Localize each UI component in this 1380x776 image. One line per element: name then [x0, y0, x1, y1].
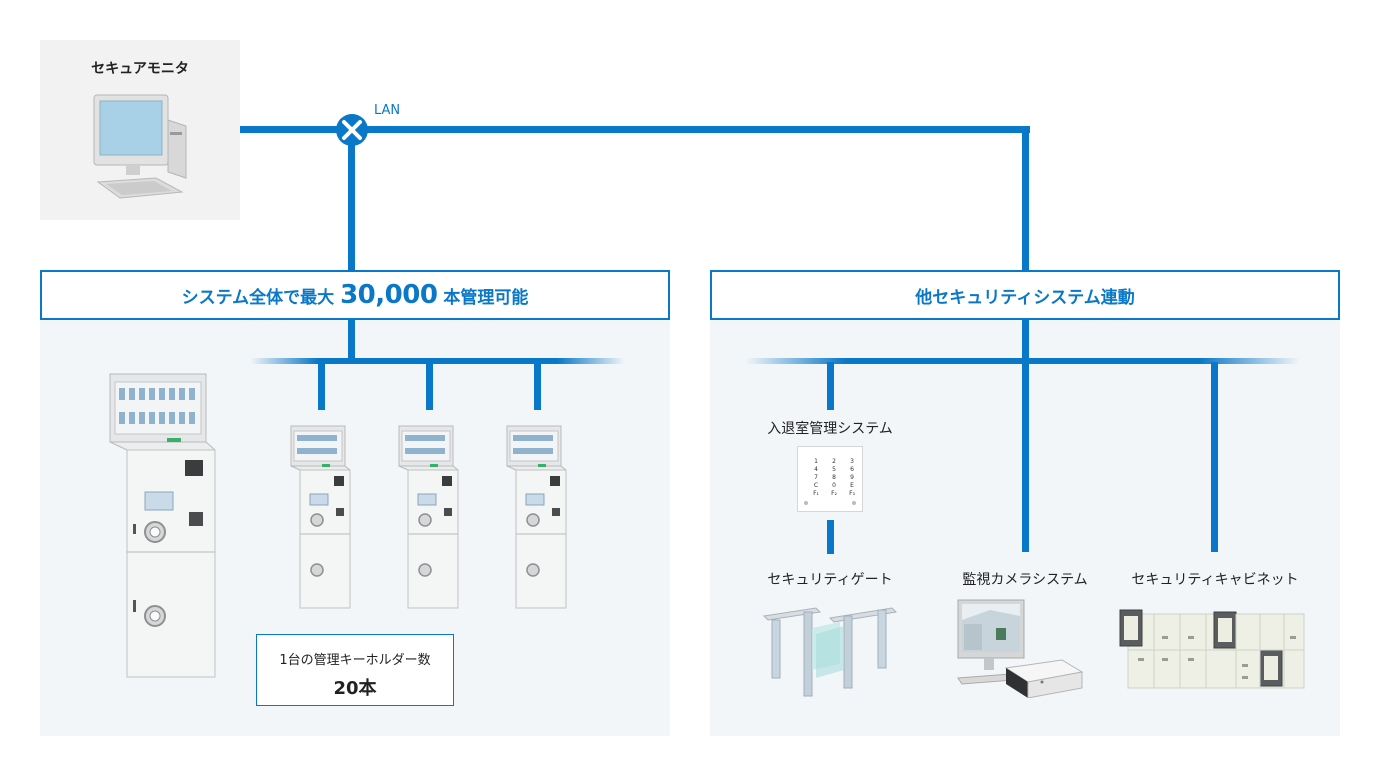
- keypad-key: 4: [814, 466, 818, 473]
- left-panel-title: システム全体で最大 30,000 本管理可能: [40, 270, 670, 320]
- left-drop-3: [534, 362, 541, 410]
- left-title-suffix: 本管理可能: [443, 287, 529, 308]
- computer-icon: [93, 94, 187, 199]
- lan-line-main: [362, 126, 1030, 133]
- keypad-key: 9: [850, 474, 854, 481]
- left-title-prefix: システム全体で最大: [181, 287, 335, 308]
- right-link-entry-gate: [827, 520, 834, 554]
- keypad-key: 7: [814, 474, 818, 481]
- keypad-key: C: [813, 482, 819, 489]
- lan-drop-right: [1022, 126, 1029, 270]
- left-trunk: [348, 320, 355, 362]
- camera-system-icon: [957, 599, 1084, 698]
- lan-drop-left: [348, 140, 355, 270]
- lan-hub-icon: [336, 114, 368, 146]
- camera-label: 監視カメラシステム: [962, 572, 1088, 588]
- right-trunk: [1022, 320, 1029, 362]
- security-gate-icon: [762, 607, 898, 697]
- security-cabinet-icon: [1119, 609, 1305, 689]
- lan-line-left: [240, 126, 340, 133]
- keypad-key: E: [850, 482, 854, 489]
- keypad-screw-right: [852, 501, 856, 505]
- key-cabinet-icon-3: [506, 425, 567, 609]
- right-bus: [745, 358, 1300, 364]
- gate-label: セキュリティゲート: [767, 572, 893, 588]
- keypad-key: 8: [832, 474, 836, 481]
- key-cabinet-icon-2: [398, 425, 459, 609]
- monitor-label: セキュアモニタ: [91, 61, 189, 77]
- right-drop-cabinet: [1211, 362, 1218, 552]
- holder-count-value: 20本: [333, 678, 377, 699]
- keypad-screw-left: [804, 501, 808, 505]
- left-title-number: 30,000: [340, 280, 438, 310]
- lan-label: LAN: [374, 103, 401, 118]
- keypad-key: 2: [832, 458, 836, 465]
- right-drop-entry: [827, 362, 834, 410]
- right-drop-camera: [1022, 362, 1029, 552]
- cabinet-label: セキュリティキャビネット: [1131, 572, 1299, 588]
- keypad-key: 1: [814, 458, 818, 465]
- holder-count-label: 1台の管理キーホルダー数: [279, 653, 431, 668]
- keypad-key: 6: [850, 466, 854, 473]
- keypad-key: 0: [832, 482, 836, 489]
- keypad-key: 3: [850, 458, 854, 465]
- holder-count-box: 1台の管理キーホルダー数 20本: [256, 634, 454, 706]
- left-drop-2: [426, 362, 433, 410]
- keypad-key: F₃: [849, 490, 855, 497]
- left-drop-1: [318, 362, 325, 410]
- keypad-key: F₁: [813, 490, 819, 497]
- right-panel-title: 他セキュリティシステム連動: [710, 270, 1340, 320]
- keypad-key: 5: [832, 466, 836, 473]
- entry-system-label: 入退室管理システム: [767, 421, 893, 437]
- left-bus: [250, 358, 625, 364]
- key-cabinet-icon-1: [290, 425, 351, 609]
- keypad-key: F₂: [831, 490, 837, 497]
- large-key-cabinet-icon: [109, 373, 216, 678]
